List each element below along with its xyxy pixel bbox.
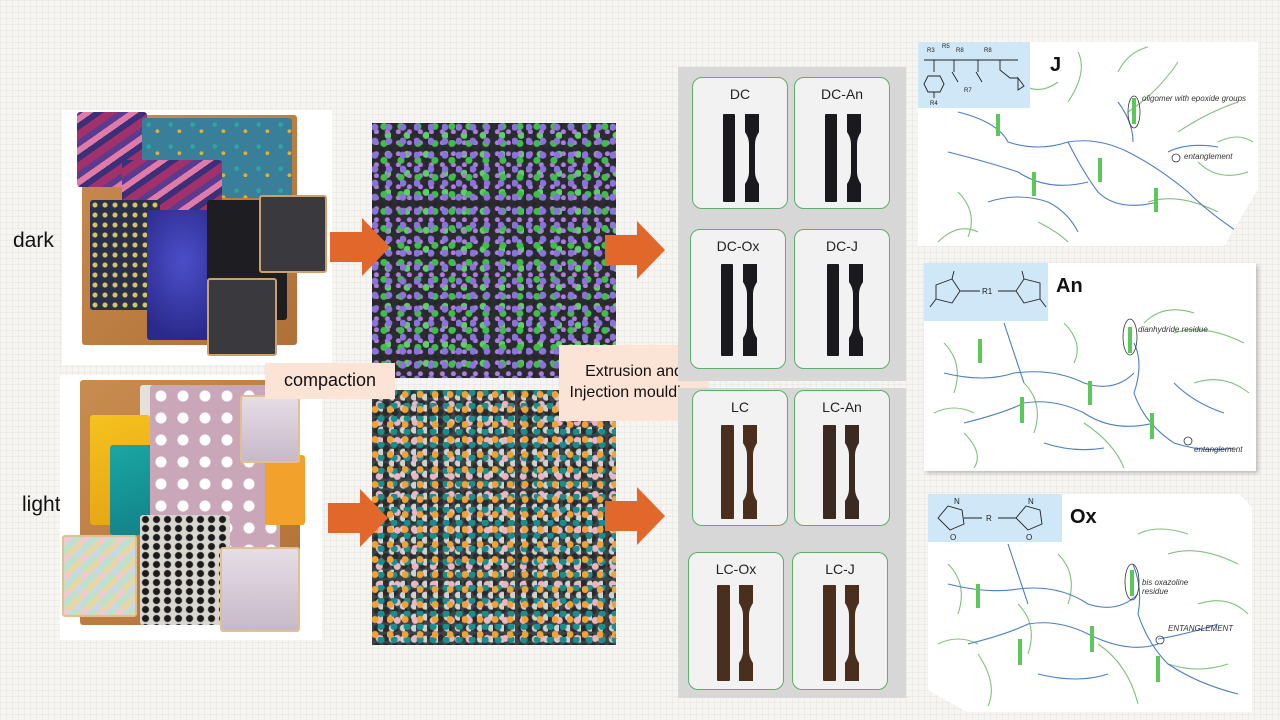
- compaction-label: compaction: [265, 363, 395, 399]
- an-entanglement-note: entanglement: [1194, 445, 1243, 454]
- an-residue-note: dianhydride residue: [1138, 325, 1208, 334]
- j-entanglement-note: entanglement: [1184, 152, 1233, 161]
- chem-group: R8: [984, 48, 992, 54]
- photo-caption: 3 4 1: [602, 634, 618, 641]
- specimen-label: DC-An: [820, 86, 863, 102]
- chem-group: R5: [942, 44, 950, 50]
- ox-entanglement-note: ENTANGLEMENT: [1168, 624, 1234, 633]
- row-label-light: light: [22, 493, 61, 516]
- specimen-label: LC-An: [822, 399, 862, 415]
- ox-residue-note: bis oxazoline residue: [1142, 578, 1189, 596]
- chem-group: R3: [927, 48, 935, 54]
- chem-atom-n: N: [954, 497, 960, 506]
- an-chemical-formula: R1: [929, 270, 1047, 308]
- dark-shredded-photo: [372, 123, 616, 378]
- j-chemical-formula: R3 R5 R8 R8 R4 R7: [923, 44, 1025, 107]
- specimen-card: DC-An: [794, 77, 890, 209]
- schematic-j-title: J: [1050, 54, 1062, 76]
- arrow-right-icon: [328, 489, 388, 547]
- chem-atom-n: N: [1028, 497, 1034, 506]
- chem-r-group: R1: [982, 287, 993, 296]
- dark-clothes-photo: [62, 110, 332, 365]
- ox-chemical-formula: N O R N O: [937, 497, 1043, 542]
- specimen-label: LC-Ox: [715, 561, 757, 577]
- ox-chem-structure: N O R N O: [928, 494, 1062, 542]
- specimen-label: DC-J: [826, 238, 858, 254]
- schematic-ox-panel: bis oxazoline residue ENTANGLEMENT N O R…: [928, 494, 1252, 712]
- specimen-card: DC-Ox: [690, 229, 786, 369]
- specimen-label: LC: [731, 399, 749, 415]
- specimen-card: LC-An: [794, 390, 890, 526]
- schematic-ox-title: Ox: [1070, 506, 1097, 528]
- light-shredded-photo: [372, 390, 616, 645]
- specimen-card: LC-Ox: [688, 552, 784, 690]
- an-chem-structure: R1: [924, 263, 1048, 321]
- arrow-right-icon: [605, 487, 665, 545]
- specimen-label: LC-J: [825, 561, 855, 577]
- chem-group: R7: [964, 88, 972, 94]
- arrow-right-icon: [605, 221, 665, 279]
- chem-group: R8: [956, 48, 964, 54]
- dark-specimens-panel: DC DC-An DC-Ox DC-J: [678, 67, 906, 381]
- specimen-label: DC-Ox: [716, 238, 760, 254]
- specimen-card: LC: [692, 390, 788, 526]
- chem-r-group: R: [986, 514, 992, 523]
- j-oligomer-note: oligomer with epoxide groups: [1142, 94, 1247, 103]
- row-label-dark: dark: [13, 229, 54, 252]
- polymer-network-j: [937, 46, 1254, 243]
- specimen-card: DC: [692, 77, 788, 209]
- light-specimens-panel: LC LC-An LC-Ox LC-J: [678, 388, 906, 698]
- polymer-network-an: [933, 309, 1250, 469]
- chem-group: R4: [930, 101, 938, 107]
- specimen-card: DC-J: [794, 229, 890, 369]
- schematic-an-panel: dianhydride residue entanglement R1 An: [924, 263, 1256, 471]
- specimen-card: LC-J: [792, 552, 888, 690]
- arrow-right-icon: [330, 218, 390, 276]
- chem-atom-o: O: [950, 533, 956, 542]
- schematic-j-panel: oligomer with epoxide groups entanglemen…: [918, 42, 1258, 246]
- polymer-network-ox: [937, 528, 1249, 707]
- schematic-an-title: An: [1056, 275, 1083, 297]
- specimen-label: DC: [729, 86, 751, 102]
- chem-atom-o: O: [1026, 533, 1032, 542]
- light-clothes-photo: [60, 375, 322, 640]
- j-chem-structure: R3 R5 R8 R8 R4 R7: [918, 42, 1030, 108]
